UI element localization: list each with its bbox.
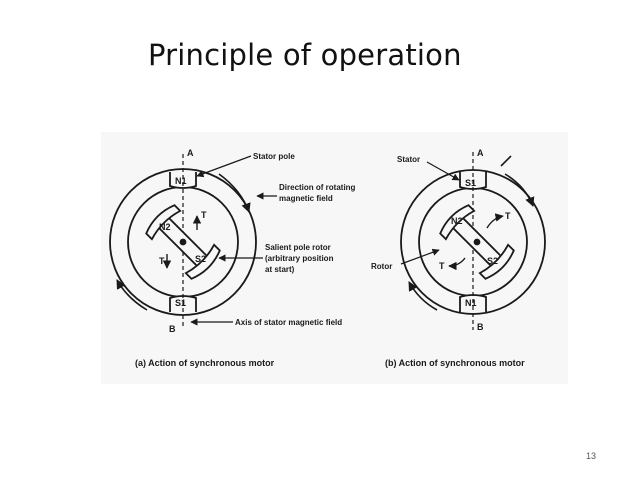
stator-pole-top-label-b: S1	[465, 178, 476, 188]
field-arrow-right	[500, 155, 512, 167]
callout-axis: Axis of stator magnetic field	[235, 318, 342, 327]
rotor-center	[473, 238, 481, 246]
callout-rotor-line1: Salient pole rotor	[265, 243, 331, 252]
rotor-center	[179, 238, 187, 246]
axis-top-label-b: A	[477, 148, 484, 158]
axis-bottom-label-b: B	[477, 322, 484, 332]
callout-rotor: Rotor	[371, 262, 392, 271]
motor-diagrams: A B N1 S1 N2 S2 T T Stator pole Directio…	[109, 148, 546, 368]
caption-a: (a) Action of synchronous motor	[135, 358, 275, 368]
torque-arrow-upper	[486, 213, 504, 229]
torque-label-lower-a: T	[159, 256, 165, 266]
diagram-a	[109, 154, 277, 328]
stator-pole-top-label-a: N1	[175, 176, 187, 186]
diagram-a-labels: A B N1 S1 N2 S2 T T Stator pole Directio…	[135, 148, 356, 368]
rotor-north-label-a: N2	[159, 222, 171, 232]
diagram-b	[400, 152, 546, 330]
rotor-north-label-b: N2	[451, 216, 463, 226]
field-arrow-right-curve	[504, 173, 535, 207]
slide-title: Principle of operation	[148, 38, 462, 72]
torque-label-upper-b: T	[505, 211, 511, 221]
callout-rotor-line3: at start)	[265, 265, 295, 274]
callout-rotating-field-line1: Direction of rotating	[279, 183, 356, 192]
page-number: 13	[586, 451, 597, 461]
callout-rotor-line2: (arbitrary position	[265, 254, 334, 263]
torque-label-lower-b: T	[439, 261, 445, 271]
rotor-south-label-a: S2	[195, 254, 206, 264]
stator-pole-bottom-label-b: N1	[465, 298, 477, 308]
rotor-south-label-b: S2	[487, 256, 498, 266]
axis-bottom-label-a: B	[169, 324, 176, 334]
field-arrow-right	[218, 173, 251, 213]
stator-pole-top	[169, 172, 197, 189]
callout-rotating-field-line2: magnetic field	[279, 194, 333, 203]
callout-line-rotor	[400, 248, 440, 265]
stator-pole-bottom-label-a: S1	[175, 298, 186, 308]
synchronous-motor-figure: A B N1 S1 N2 S2 T T Stator pole Directio…	[101, 132, 568, 384]
torque-arrow-lower	[448, 257, 466, 271]
callout-stator-pole: Stator pole	[253, 152, 295, 161]
callout-line-stator	[426, 161, 460, 181]
torque-label-upper-a: T	[201, 210, 207, 220]
caption-b: (b) Action of synchronous motor	[385, 358, 525, 368]
axis-top-label-a: A	[187, 148, 194, 158]
callout-line-stator-pole	[196, 155, 252, 178]
callout-stator: Stator	[397, 155, 420, 164]
field-arrow-left	[408, 281, 438, 311]
diagram-b-labels: A B S1 N1 N2 S2 T T Stator Rotor (b) Act…	[371, 148, 525, 368]
field-arrow-left	[116, 279, 148, 311]
salient-pole-rotor	[439, 204, 515, 280]
